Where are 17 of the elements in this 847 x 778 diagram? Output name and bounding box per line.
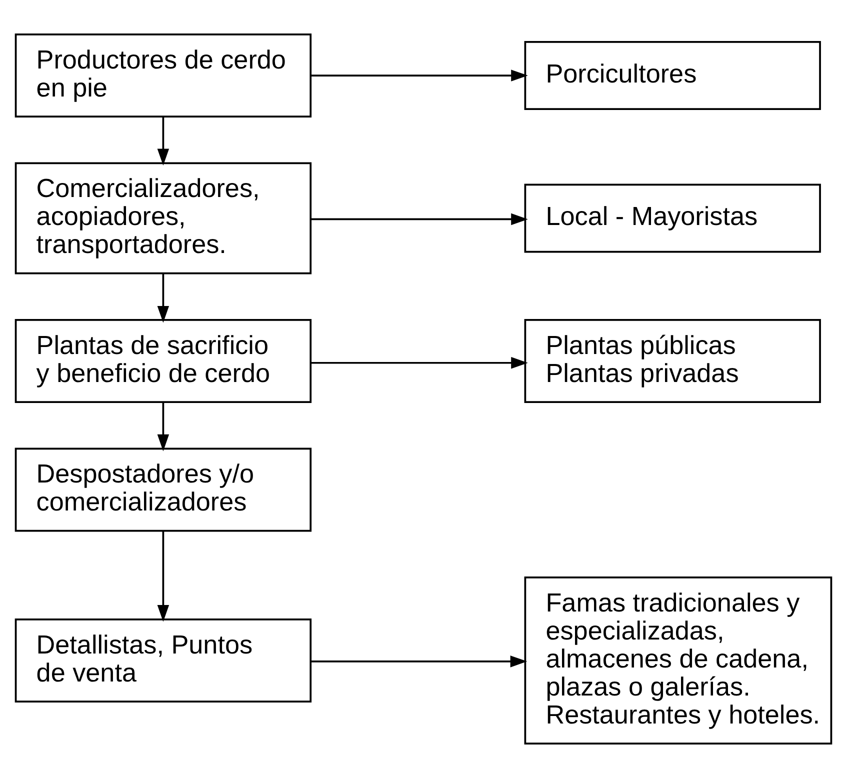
arrow: [311, 357, 528, 369]
node-box: Famas tradicionales y especializadas, almacenes de cadena, plazas o galerías. Restaurantes y hoteles.: [524, 576, 832, 744]
node-box: Porcicultores: [524, 41, 821, 110]
arrow: [311, 213, 528, 226]
node-box: Productores de cerdo en pie: [14, 34, 312, 118]
node-box: Plantas de sacrificio y beneficio de cerdo: [14, 319, 312, 403]
arrow: [157, 274, 170, 323]
node-box: Local - Mayoristas: [524, 184, 821, 253]
arrow: [157, 116, 170, 166]
node-box: Despostadores y/o comercializadores: [14, 448, 312, 532]
node-box: Comercializadores, acopiadores, transportadores.: [14, 162, 312, 274]
node-box: Plantas públicas Plantas privadas: [524, 319, 821, 403]
arrow: [157, 402, 170, 452]
arrow: [311, 70, 528, 82]
arrow: [310, 656, 528, 668]
arrow: [157, 531, 170, 622]
node-box: Detallistas, Puntos de venta: [14, 618, 312, 702]
